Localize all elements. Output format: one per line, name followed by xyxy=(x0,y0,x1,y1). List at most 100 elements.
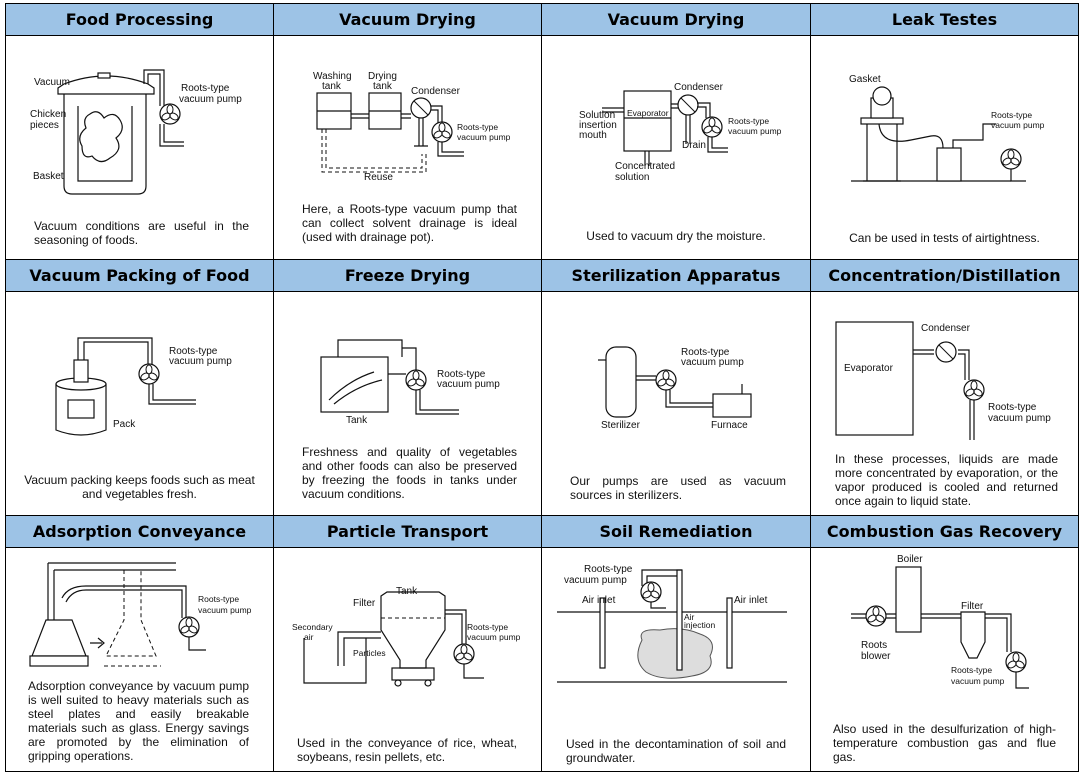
diagram-label: Filter xyxy=(961,601,984,612)
vacuum-packing-diagram: Roots-type vacuum pump Pack xyxy=(55,337,232,436)
diagram-label: Condenser xyxy=(921,323,971,334)
cell-freeze-drying: Roots-type vacuum pump Tank Freshness an… xyxy=(274,292,542,516)
cell-title: Concentration/Distillation xyxy=(811,260,1079,292)
diagram-label: mouth xyxy=(579,130,607,141)
cell-description: Our pumps are used as vacuum sources in … xyxy=(570,474,786,502)
diagram-label: Evaporator xyxy=(627,108,669,118)
cell-title: Food Processing xyxy=(6,4,274,36)
diagram-label: Roots-type xyxy=(728,116,769,126)
cell-title: Sterilization Apparatus xyxy=(542,260,811,292)
particle-transport-diagram: Tank Filter Secondary air Particles Root… xyxy=(292,586,521,687)
diagram-label: solution xyxy=(615,172,649,183)
diagram-label: vacuum pump xyxy=(991,120,1045,130)
cell-description: Used to vacuum dry the moisture. xyxy=(586,229,766,243)
diagram-label: Concentrated xyxy=(615,161,675,172)
pump-icon xyxy=(1000,148,1022,170)
diagram-label: Roots xyxy=(861,640,887,651)
diagram-label: Air inlet xyxy=(734,595,768,606)
diagram-label: Sterilizer xyxy=(601,420,641,431)
cell-concentration-distillation: Condenser Evaporator Roots-type vacuum p… xyxy=(811,292,1079,516)
diagram-label: Particles xyxy=(353,648,386,658)
pump-icon xyxy=(701,116,723,138)
diagram-label: Air xyxy=(684,612,695,622)
cell-description: In these processes, liquids are made mor… xyxy=(835,452,1058,508)
cell-adsorption-conveyance: Roots-type vacuum pump Adsorption convey… xyxy=(6,548,274,772)
diagram-label: vacuum pump xyxy=(728,126,782,136)
cell-sterilization: Roots-type vacuum pump Sterilizer Furnac… xyxy=(542,292,811,516)
diagram-label: Roots-type xyxy=(181,83,230,94)
diagram-label: Tank xyxy=(396,586,418,597)
vacuum-drying-diagram: Condenser Solution insertion mouth Evapo… xyxy=(579,82,782,183)
cell-description: Can be used in tests of airtightness. xyxy=(849,231,1040,245)
pump-icon xyxy=(159,103,181,125)
diagram-label: insertion xyxy=(579,120,617,131)
cell-description: Also used in the desulfurization of high… xyxy=(833,722,1056,764)
diagram-label: Roots-type xyxy=(457,122,498,132)
cell-title: Vacuum Packing of Food xyxy=(6,260,274,292)
diagram-label: Reuse xyxy=(364,172,393,183)
diagram-label: Secondary xyxy=(292,622,333,632)
cell-vacuum-packing: Roots-type vacuum pump Pack Vacuum packi… xyxy=(6,292,274,516)
diagram-label: pieces xyxy=(30,120,59,131)
cell-description: Used in the decontamination of soil and … xyxy=(566,737,786,765)
sterilization-diagram: Roots-type vacuum pump Sterilizer Furnac… xyxy=(598,346,752,431)
cell-description: Vacuum packing keeps foods such as meat … xyxy=(24,473,255,501)
diagram-label: blower xyxy=(861,651,891,662)
cell-description: Vacuum conditions are useful in the seas… xyxy=(34,219,249,247)
cell-title: Adsorption Conveyance xyxy=(6,516,274,548)
diagram-label: Filter xyxy=(353,598,376,609)
diagram-label: Gasket xyxy=(849,74,881,85)
diagram-label: vacuum pump xyxy=(467,632,521,642)
cell-title: Vacuum Drying xyxy=(274,4,542,36)
cell-vacuum-drying-2: Condenser Solution insertion mouth Evapo… xyxy=(542,36,811,260)
diagram-label: Air inlet xyxy=(582,595,616,606)
cell-description: Freshness and quality of vegetables and … xyxy=(302,445,517,501)
leak-test-diagram: Gasket Roots-type vacuum pump xyxy=(849,74,1045,182)
diagram-label: Boiler xyxy=(897,554,923,565)
diagram-label: Roots-type xyxy=(169,346,218,357)
diagram-label: Condenser xyxy=(674,82,724,93)
cell-food-processing: Vacuum Chicken pieces Basket Roots-type … xyxy=(6,36,274,260)
diagram-label: tank xyxy=(373,81,393,92)
concentration-diagram: Condenser Evaporator Roots-type vacuum p… xyxy=(835,321,1051,440)
diagram-label: vacuum pump xyxy=(681,357,744,368)
cell-description: Adsorption conveyance by vacuum pump is … xyxy=(28,679,249,763)
diagram-label: Roots-type xyxy=(437,369,486,380)
diagram-label: Drying xyxy=(368,71,397,82)
cell-combustion-gas-recovery: Boiler Filter Roots blower Roots-type va… xyxy=(811,548,1079,772)
cell-title: Vacuum Drying xyxy=(542,4,811,36)
diagram-label: vacuum pump xyxy=(988,413,1051,424)
pump-icon xyxy=(405,369,427,391)
cell-title: Leak Testes xyxy=(811,4,1079,36)
soil-remediation-diagram: Roots-type vacuum pump Air inlet Air inl… xyxy=(557,564,787,683)
diagram-label: injection xyxy=(684,620,715,630)
diagram-label: Roots-type xyxy=(584,564,633,575)
diagram-label: Solution xyxy=(579,110,615,121)
applications-table: Food Processing Vacuum Drying Vacuum Dry… xyxy=(5,3,1079,772)
diagram-label: Roots-type xyxy=(198,594,239,604)
cell-vacuum-drying-1: Washing tank Drying tank Condenser Roots… xyxy=(274,36,542,260)
cell-leak-testes: Gasket Roots-type vacuum pump Can be use… xyxy=(811,36,1079,260)
diagram-label: Tank xyxy=(346,415,368,426)
diagram-label: vacuum pump xyxy=(437,379,500,390)
freeze-drying-diagram: Roots-type vacuum pump Tank xyxy=(320,339,500,426)
cell-description: Here, a Roots-type vacuum pump that can … xyxy=(302,202,517,244)
adsorption-diagram: Roots-type vacuum pump xyxy=(29,562,252,667)
diagram-label: Roots-type xyxy=(681,347,730,358)
pump-icon xyxy=(655,369,677,391)
cell-title: Soil Remediation xyxy=(542,516,811,548)
diagram-label: Roots-type xyxy=(991,110,1032,120)
diagram-label: vacuum pump xyxy=(179,94,242,105)
diagram-label: vacuum pump xyxy=(564,575,627,586)
cell-soil-remediation: Roots-type vacuum pump Air inlet Air inl… xyxy=(542,548,811,772)
pump-icon xyxy=(1005,651,1027,673)
pump-icon xyxy=(431,121,453,143)
diagram-label: Condenser xyxy=(411,86,461,97)
diagram-label: Furnace xyxy=(711,420,748,431)
diagram-label: Evaporator xyxy=(844,363,894,374)
diagram-label: vacuum pump xyxy=(198,605,252,615)
diagram-label: vacuum pump xyxy=(457,132,511,142)
pump-icon xyxy=(138,363,160,385)
diagram-label: Pack xyxy=(113,419,136,430)
diagram-label: Basket xyxy=(33,171,64,182)
